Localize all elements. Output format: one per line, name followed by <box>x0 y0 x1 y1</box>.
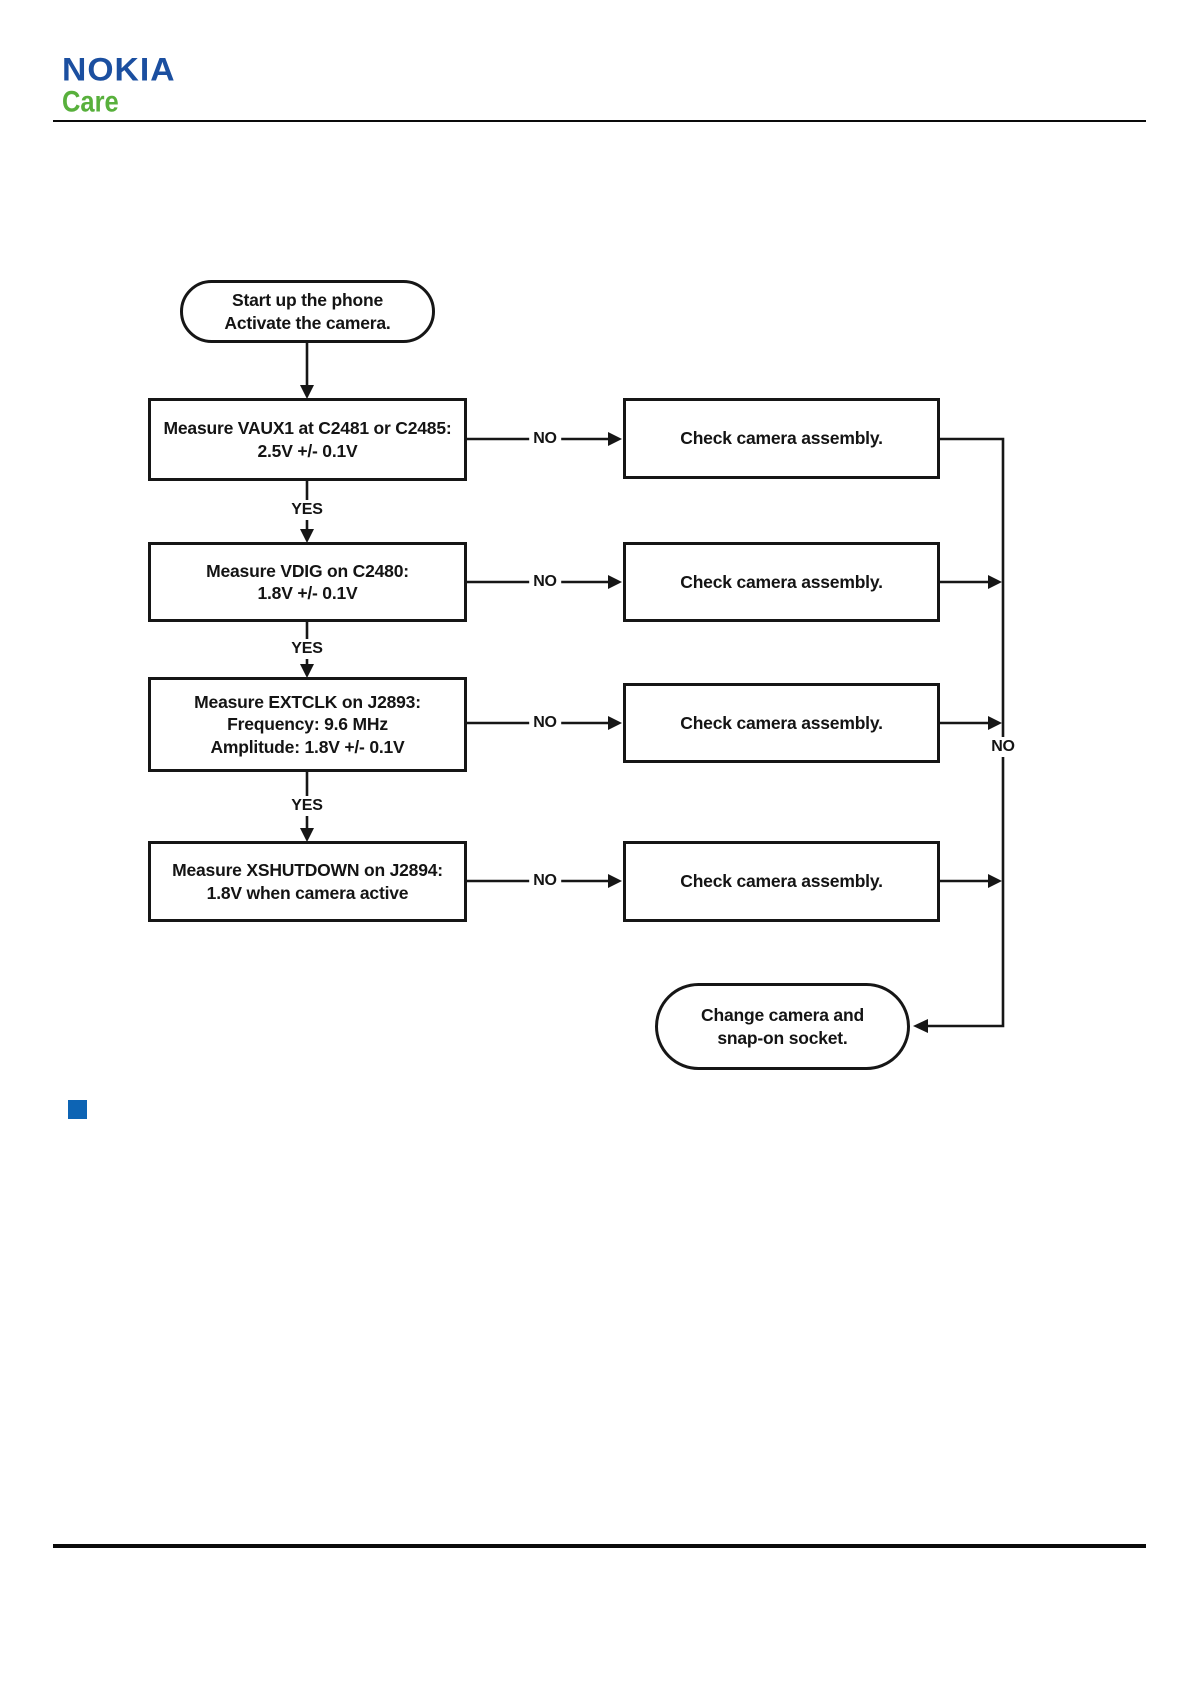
arrowhead-right-rail4 <box>988 874 1002 888</box>
node-text-line: Measure EXTCLK on J2893: <box>194 691 421 712</box>
arrowhead-right-check4 <box>608 874 622 888</box>
node-text-line: Measure XSHUTDOWN on J2894: <box>172 860 443 881</box>
node-text-line: Amplitude: 1.8V +/- 0.1V <box>210 736 405 757</box>
node-text-line: Check camera assembly. <box>680 712 883 733</box>
node-text-line: Check camera assembly. <box>680 571 883 592</box>
edge-label-no-4: NO <box>529 871 561 891</box>
node-text-line: 1.8V +/- 0.1V <box>257 583 358 603</box>
node-text-line: Measure VDIG on C2480: <box>206 560 409 581</box>
node-text-line: Check camera assembly. <box>680 428 883 449</box>
flow-step-measure-vaux1: Measure VAUX1 at C2481 or C2485: 2.5V +/… <box>148 398 467 481</box>
flow-start-node: Start up the phone Activate the camera. <box>180 280 435 343</box>
node-text-line: Start up the phone <box>232 290 383 311</box>
arrowhead-left-end <box>913 1019 928 1033</box>
arrowhead-right-check2 <box>608 575 622 589</box>
arrowhead-right-check1 <box>608 432 622 446</box>
edge-label-yes-2: YES <box>287 639 327 659</box>
header: NOKIA Care <box>62 51 176 119</box>
flow-check-camera-assembly-4: Check camera assembly. <box>623 841 940 922</box>
edge-label-no-merge: NO <box>987 737 1019 757</box>
node-text-line: 1.8V when camera active <box>206 882 409 903</box>
section-bullet-marker <box>68 1100 87 1119</box>
arrowhead-right-check3 <box>608 716 622 730</box>
edge-label-no-3: NO <box>529 713 561 733</box>
node-text-line: snap-on socket. <box>717 1027 848 1048</box>
nokia-logo: NOKIA <box>62 51 176 88</box>
flow-check-camera-assembly-3: Check camera assembly. <box>623 683 940 763</box>
flow-step-measure-xshutdown: Measure XSHUTDOWN on J2894: 1.8V when ca… <box>148 841 467 922</box>
arrowhead-down-step2 <box>300 529 314 543</box>
footer-divider <box>53 1544 1146 1548</box>
node-text-line: 2.5V +/- 0.1V <box>257 440 358 461</box>
flow-step-measure-extclk: Measure EXTCLK on J2893: Frequency: 9.6 … <box>148 677 467 772</box>
flow-step-measure-vdig: Measure VDIG on C2480: 1.8V +/- 0.1V <box>148 542 467 622</box>
node-text-line: Check camera assembly. <box>680 871 883 892</box>
edge-label-no-2: NO <box>529 572 561 592</box>
arrowhead-down-step1 <box>300 385 314 399</box>
arrowhead-down-step4 <box>300 828 314 842</box>
flow-end-node: Change camera and snap-on socket. <box>655 983 910 1070</box>
node-text-line: Activate the camera. <box>224 312 391 333</box>
header-divider <box>53 120 1146 122</box>
care-logo: Care <box>62 85 119 119</box>
edge-label-yes-3: YES <box>287 796 327 816</box>
node-text-line: Measure VAUX1 at C2481 or C2485: <box>163 418 452 439</box>
connector-merge-rail <box>928 437 1005 1028</box>
node-text-line: Change camera and <box>701 1005 864 1026</box>
edge-label-no-1: NO <box>529 429 561 449</box>
flow-check-camera-assembly-1: Check camera assembly. <box>623 398 940 479</box>
arrowhead-down-step3 <box>300 664 314 678</box>
arrowhead-right-rail2 <box>988 575 1002 589</box>
node-text-line: Frequency: 9.6 MHz <box>227 714 388 735</box>
edge-label-yes-1: YES <box>287 500 327 520</box>
arrowhead-right-rail3 <box>988 716 1002 730</box>
flow-check-camera-assembly-2: Check camera assembly. <box>623 542 940 622</box>
